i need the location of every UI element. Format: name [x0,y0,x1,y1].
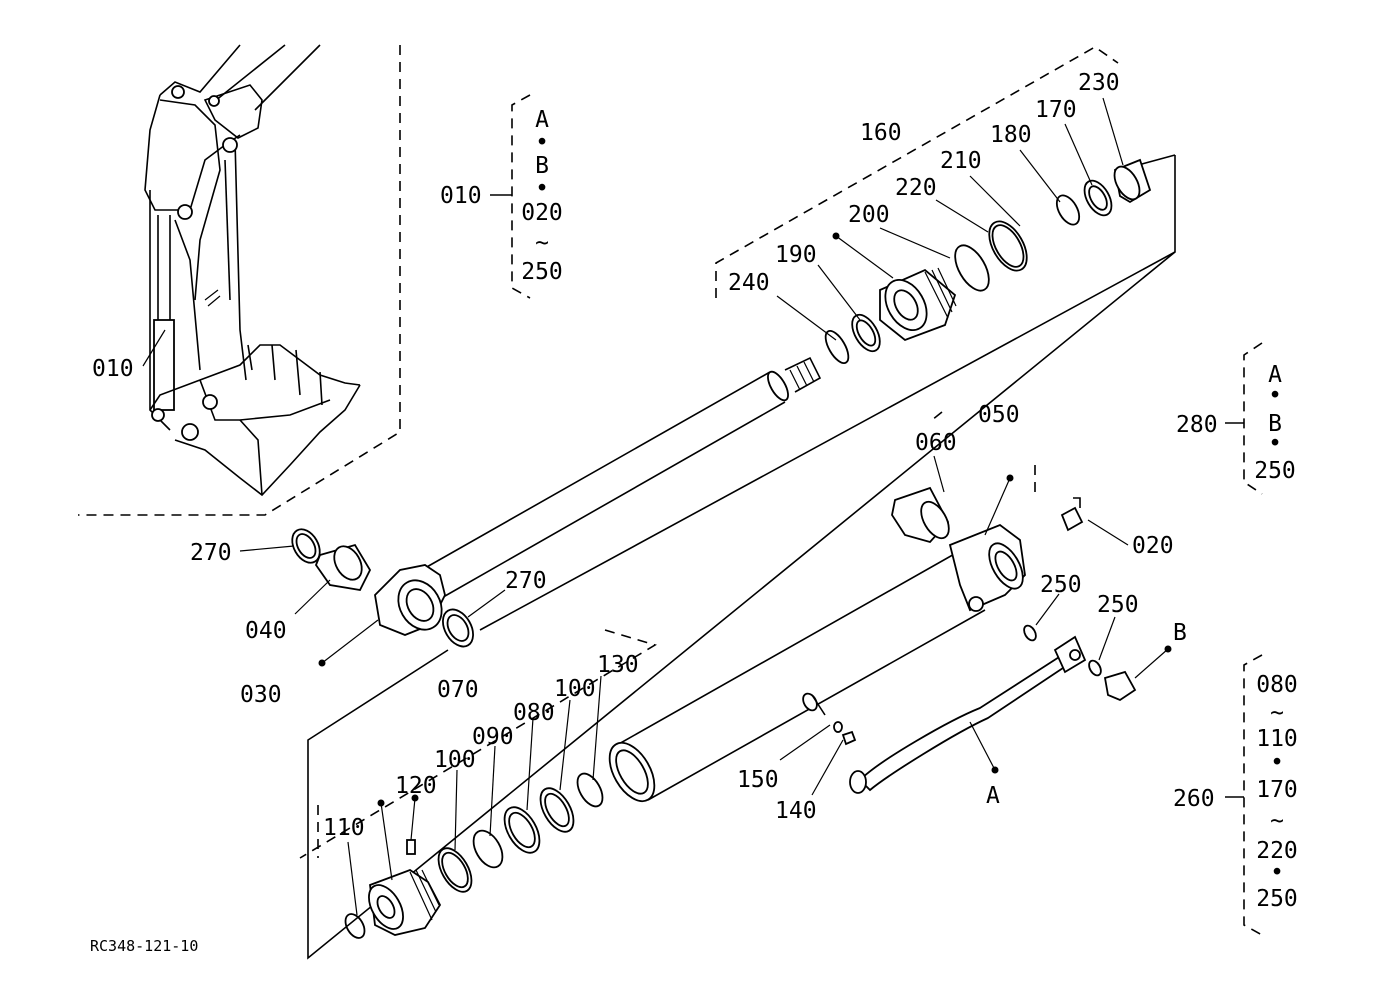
kit-line: 250 [1256,886,1298,912]
part-label-030: 030 [240,682,282,708]
part-label-200: 200 [848,202,890,228]
leader-lines [142,97,1169,916]
marker-a: A [986,783,1000,809]
part-label-220: 220 [895,175,937,201]
part-label-100-a: 100 [434,747,476,773]
part-label-190: 190 [775,242,817,268]
kit-line: • [1268,431,1282,457]
kit-line: • [1268,383,1282,409]
part-label-150: 150 [737,767,779,793]
kit-line: • [1270,860,1284,886]
kit-line: ~ [1270,808,1284,834]
cylinder-tube-assembly [299,411,1137,859]
kit-bracket-280: 280 A • B • 250 [1176,342,1296,495]
part-label-080: 080 [513,700,555,726]
kit-line: A [535,107,549,133]
piston-assembly [344,772,604,939]
kit-line: 220 [1256,838,1298,864]
part-labels: 010 160 230 170 180 210 220 200 190 240 … [92,70,1187,841]
kit-line: 110 [1256,726,1298,752]
kit-line: 170 [1256,777,1298,803]
kit-line: 020 [521,200,563,226]
kit-line: 250 [521,259,563,285]
part-label-180: 180 [990,122,1032,148]
leader-dots [318,232,1172,807]
part-label-270-left: 270 [190,540,232,566]
part-label-140: 140 [775,798,817,824]
part-label-120: 120 [395,773,437,799]
part-label-110: 110 [323,815,365,841]
document-id: RC348-121-10 [90,937,198,955]
kit-line: ~ [1270,700,1284,726]
part-label-020: 020 [1132,533,1174,559]
part-label-270-right: 270 [505,568,547,594]
kit-label-280: 280 [1176,412,1218,438]
kit-line: • [535,176,549,202]
part-label-070: 070 [437,677,479,703]
kit-line: B [1268,411,1282,437]
part-label-250-a: 250 [1040,572,1082,598]
part-label-250-b: 250 [1097,592,1139,618]
part-label-060: 060 [915,430,957,456]
part-label-050: 050 [978,402,1020,428]
excavator-arm-illustration [78,44,401,516]
part-label-230: 230 [1078,70,1120,96]
kit-line: B [535,153,549,179]
part-label-130: 130 [597,652,639,678]
part-label-100-b: 100 [554,676,596,702]
kit-line: 250 [1254,458,1296,484]
part-label-090: 090 [472,724,514,750]
part-label-210: 210 [940,148,982,174]
kit-line: • [1270,750,1284,776]
part-label-160: 160 [860,120,902,146]
piston-rod-assembly [291,46,1152,648]
kit-label-010: 010 [440,183,482,209]
marker-b: B [1173,620,1187,646]
kit-bracket-010: 010 A • B • 020 ~ 250 [440,94,563,299]
kit-line: 080 [1256,672,1298,698]
kit-label-260: 260 [1173,786,1215,812]
part-label-240: 240 [728,270,770,296]
kit-bracket-260: 260 080 ~ 110 • 170 ~ 220 • 250 [1173,654,1298,936]
part-label-010: 010 [92,356,134,382]
part-label-040: 040 [245,618,287,644]
part-label-170: 170 [1035,97,1077,123]
kit-line: • [535,130,549,156]
kit-line: A [1268,362,1282,388]
kit-line: ~ [535,230,549,256]
